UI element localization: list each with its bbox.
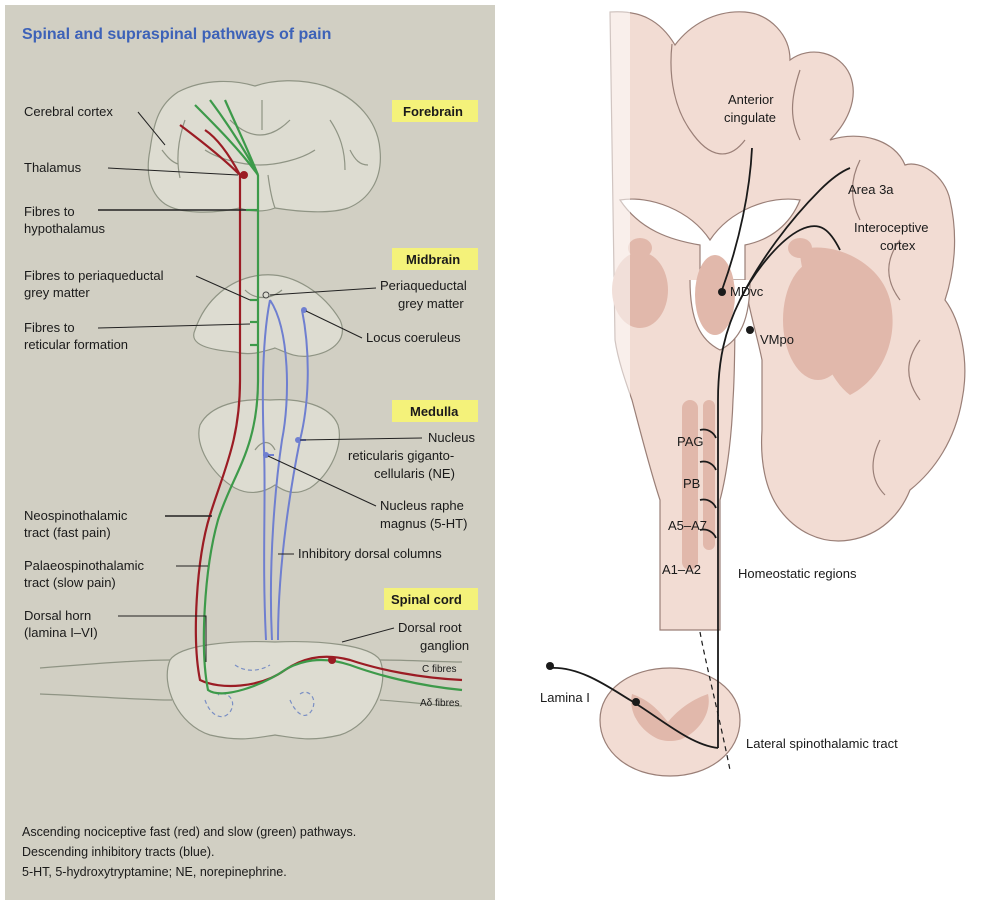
mdvc-label: MDvc bbox=[730, 284, 764, 299]
nrg-label: Nucleus bbox=[428, 430, 475, 445]
pag-label: Periaqueductal bbox=[380, 278, 467, 293]
a1a2-label: A1–A2 bbox=[662, 562, 701, 577]
interoceptive-label: Interoceptive bbox=[854, 220, 928, 235]
spinal-cord-label: Spinal cord bbox=[391, 592, 462, 607]
dorsal-horn-label: Dorsal horn bbox=[24, 608, 91, 623]
lateral-tract-label: Lateral spinothalamic tract bbox=[746, 736, 898, 751]
fibres-hypothalamus-label: Fibres to bbox=[24, 204, 75, 219]
left-fade bbox=[600, 5, 630, 645]
lamina-label: Lamina I bbox=[540, 690, 590, 705]
locus-coeruleus-label: Locus coeruleus bbox=[366, 330, 461, 345]
fibres-reticular-label-2: reticular formation bbox=[24, 337, 128, 352]
fibres-pag-label-2: grey matter bbox=[24, 285, 90, 300]
fibres-pag-label: Fibres to periaqueductal bbox=[24, 268, 164, 283]
medulla-label: Medulla bbox=[410, 404, 459, 419]
vmpo-dot bbox=[746, 326, 754, 334]
pag-label-right: PAG bbox=[677, 434, 704, 449]
palaeospinothalamic-label-2: tract (slow pain) bbox=[24, 575, 116, 590]
drg-label-2: ganglion bbox=[420, 638, 469, 653]
caption-line-1: Ascending nociceptive fast (red) and slo… bbox=[22, 825, 356, 839]
caption-line-2: Descending inhibitory tracts (blue). bbox=[22, 845, 214, 859]
thalamus-dot bbox=[240, 171, 248, 179]
anterior-cingulate-label-2: cingulate bbox=[724, 110, 776, 125]
c-fibres-label: C fibres bbox=[422, 664, 456, 675]
spinal-dot bbox=[632, 698, 640, 706]
area-3a-label: Area 3a bbox=[848, 182, 894, 197]
ad-fibres-label: Aδ fibres bbox=[420, 698, 459, 709]
interoceptive-label-2: cortex bbox=[880, 238, 916, 253]
drg-label: Dorsal root bbox=[398, 620, 462, 635]
mdvc-dot bbox=[718, 288, 726, 296]
neospinothalamic-label: Neospinothalamic bbox=[24, 508, 128, 523]
raphe-label: Nucleus raphe bbox=[380, 498, 464, 513]
a5a7-label: A5–A7 bbox=[668, 518, 707, 533]
cerebral-cortex-label: Cerebral cortex bbox=[24, 104, 113, 119]
anterior-cingulate-label: Anterior bbox=[728, 92, 774, 107]
locus-dot bbox=[301, 307, 307, 313]
raphe-label-2: magnus (5-HT) bbox=[380, 516, 467, 531]
nrg-label-3: cellularis (NE) bbox=[374, 466, 455, 481]
neospinothalamic-label-2: tract (fast pain) bbox=[24, 525, 111, 540]
caption-line-3: 5-HT, 5-hydroxytryptamine; NE, norepinep… bbox=[22, 865, 287, 879]
raphe-dot bbox=[263, 452, 269, 458]
inhibitory-label: Inhibitory dorsal columns bbox=[298, 546, 442, 561]
forebrain-outline bbox=[148, 81, 380, 212]
lamina-dot bbox=[546, 662, 554, 670]
palaeospinothalamic-label: Palaeospinothalamic bbox=[24, 558, 144, 573]
dorsal-root-ganglion-dot bbox=[328, 656, 336, 664]
thalamus-label: Thalamus bbox=[24, 160, 82, 175]
fibres-reticular-label: Fibres to bbox=[24, 320, 75, 335]
nrg-label-2: reticularis giganto- bbox=[348, 448, 454, 463]
fibres-hypothalamus-label-2: hypothalamus bbox=[24, 221, 105, 236]
forebrain-label: Forebrain bbox=[403, 104, 463, 119]
homeostatic-label: Homeostatic regions bbox=[738, 566, 857, 581]
dorsal-horn-label-2: (lamina I–VI) bbox=[24, 625, 98, 640]
left-panel: Spinal and supraspinal pathways of pain bbox=[5, 5, 495, 900]
pag-dot bbox=[263, 292, 269, 298]
pb-label: PB bbox=[683, 476, 700, 491]
vmpo-label: VMpo bbox=[760, 332, 794, 347]
midbrain-label: Midbrain bbox=[406, 252, 460, 267]
pag-label-2: grey matter bbox=[398, 296, 464, 311]
left-panel-title: Spinal and supraspinal pathways of pain bbox=[22, 26, 331, 43]
right-panel: Anterior cingulate Area 3a Interoceptive… bbox=[540, 5, 965, 776]
